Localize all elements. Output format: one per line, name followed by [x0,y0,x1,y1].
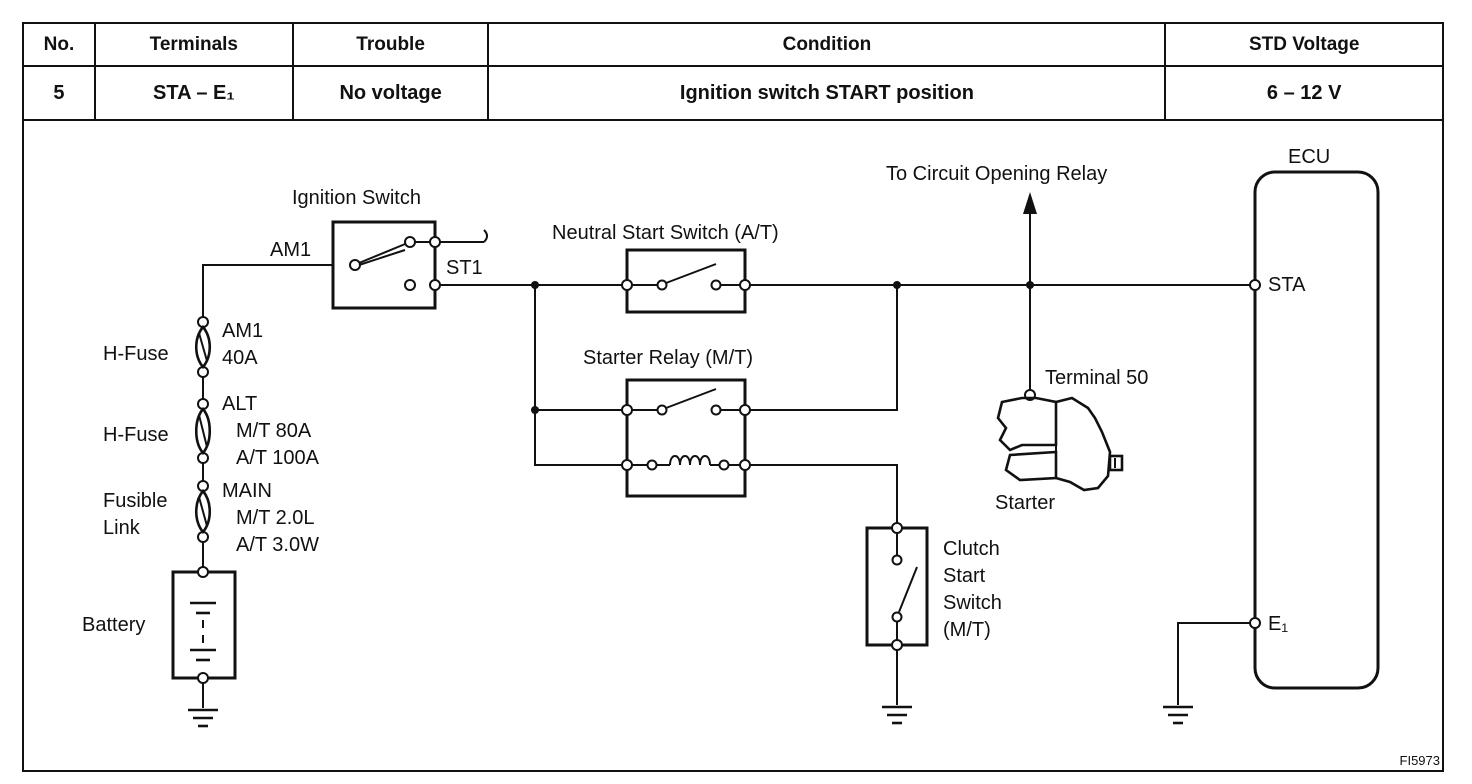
cell-trouble: No voltage [291,65,490,121]
figure-id: FI5973 [1399,753,1440,768]
sta-terminal-label: STA [1268,274,1306,296]
clutch-start-switch-icon [865,522,929,651]
hfuse-label: H-Fuse [103,343,169,365]
col-header-no: No. [22,22,96,67]
alt-fuse-label-line: A/T 100A [236,447,320,469]
circuit-opening-relay-label: To Circuit Opening Relay [886,163,1107,185]
e1-terminal-label: E₁ [1268,613,1288,635]
cell-std-voltage: 6 – 12 V [1164,65,1444,121]
col-header-std-voltage: STD Voltage [1164,22,1444,67]
cell-condition: Ignition switch START position [487,65,1167,121]
junction-dots [531,281,1034,414]
ground-icon [1163,705,1193,725]
ecu-label: ECU [1288,146,1330,168]
clutch-switch-label-line: Start [943,565,986,587]
st1-label: ST1 [446,257,483,279]
clutch-switch-label-line: Switch [943,592,1002,614]
cell-no: 5 [22,65,96,121]
battery-icon [171,566,237,684]
starter-relay-label: Starter Relay (M/T) [583,347,753,369]
battery-label: Battery [82,614,145,636]
clutch-switch-label-line: (M/T) [943,619,991,641]
fusible-link-icon [194,480,212,543]
clutch-switch-label-line: Clutch [943,538,1000,560]
starter-motor-icon [996,389,1124,492]
starter-relay-icon [621,378,751,498]
alt-fuse-label-line: ALT [222,393,257,415]
ground-icon [882,705,912,725]
fuse-alt-icon [194,398,212,464]
table-header-row: No. Terminals Trouble Condition STD Volt… [22,22,1444,67]
alt-fuse-label-line: M/T 80A [236,420,312,442]
starter-label: Starter [995,492,1055,514]
ignition-switch-label: Ignition Switch [292,187,421,209]
am1-fuse-label-line: 40A [222,347,258,369]
ignition-switch-icon [331,220,488,310]
am1-wire-label: AM1 [270,239,311,261]
main-fuse-label-line: M/T 2.0L [236,507,315,529]
neutral-start-switch-label: Neutral Start Switch (A/T) [552,222,779,244]
terminal-50-label: Terminal 50 [1045,367,1148,389]
am1-fuse-label-line: AM1 [222,320,263,342]
spec-table: No. Terminals Trouble Condition STD Volt… [22,22,1444,121]
ground-icon [188,708,218,728]
ecu-box [1249,170,1380,690]
col-header-condition: Condition [487,22,1167,67]
cell-terminals: STA – E₁ [93,65,294,121]
col-header-trouble: Trouble [291,22,490,67]
fusible-link-label-line: Link [103,517,141,539]
col-header-terminals: Terminals [93,22,294,67]
arrow-up-icon [1023,192,1037,214]
main-fuse-label-line: A/T 3.0W [236,534,319,556]
fusible-link-label-line: Fusible [103,490,167,512]
main-fuse-label-line: MAIN [222,480,272,502]
table-row: 5 STA – E₁ No voltage Ignition switch ST… [22,65,1444,121]
fuse-am1-icon [194,316,212,378]
hfuse-label: H-Fuse [103,424,169,446]
neutral-start-switch-icon [621,248,751,314]
